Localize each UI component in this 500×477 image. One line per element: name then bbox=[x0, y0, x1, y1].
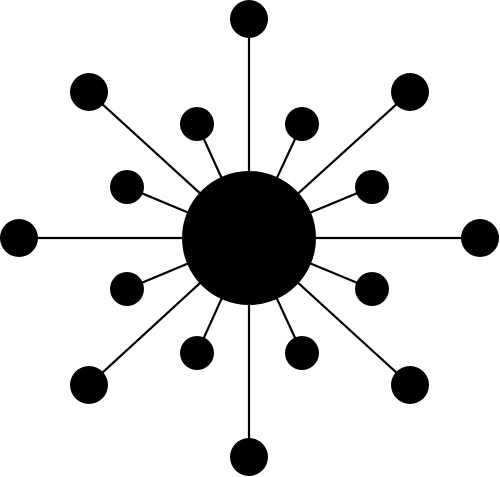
node-top-right bbox=[391, 73, 429, 111]
node-inner-top-right bbox=[285, 107, 319, 141]
node-inner-left-upper bbox=[110, 170, 144, 204]
node-inner-bottom-right bbox=[285, 336, 319, 370]
hub-circle bbox=[182, 171, 316, 305]
node-bottom-left bbox=[70, 366, 108, 404]
node-left bbox=[0, 219, 38, 257]
node-inner-left-lower bbox=[110, 272, 144, 306]
node-bottom bbox=[230, 438, 268, 476]
node-inner-right-upper bbox=[355, 170, 389, 204]
node-inner-right-lower bbox=[355, 272, 389, 306]
node-bottom-right bbox=[391, 366, 429, 404]
node-top-left bbox=[70, 73, 108, 111]
node-top bbox=[230, 0, 268, 38]
node-inner-bottom-left bbox=[180, 336, 214, 370]
node-right bbox=[461, 219, 499, 257]
node-inner-top-left bbox=[180, 107, 214, 141]
